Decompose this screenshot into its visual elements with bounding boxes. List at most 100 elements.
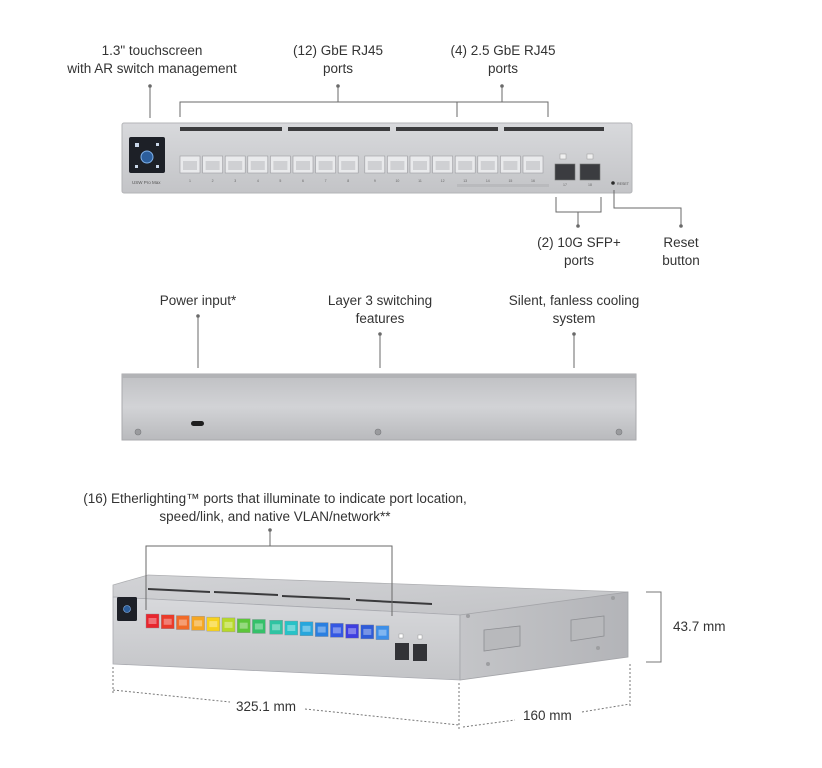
- port-number: 5: [279, 179, 281, 183]
- perspective-sfp: [413, 644, 427, 661]
- etherlighting-port: [315, 622, 329, 637]
- port-number: 15: [508, 179, 512, 183]
- multi-gig-strip: [457, 184, 549, 187]
- callout-line: (16) Etherlighting™ ports that illuminat…: [83, 491, 467, 506]
- callout-line: features: [355, 311, 405, 326]
- port-number: 7: [325, 179, 327, 183]
- callout-line: Power input*: [159, 293, 237, 308]
- rj45-jack: [273, 161, 288, 170]
- callout-line: system: [552, 311, 596, 326]
- etherlighting-port: [145, 613, 160, 629]
- rear-view: [121, 314, 637, 441]
- port-number: 1: [189, 179, 191, 183]
- leader-dots: [148, 84, 683, 228]
- perspective-screen-icon: [123, 605, 131, 613]
- rear-screw: [374, 428, 382, 436]
- rear-screw: [615, 428, 623, 436]
- etherlighting-callout: (16) Etherlighting™ ports that illuminat…: [40, 490, 510, 526]
- screen-glyph: [156, 143, 159, 146]
- port-jack: [272, 624, 281, 631]
- chassis-side: [459, 591, 629, 681]
- model-label: USW Pro Max: [132, 180, 161, 185]
- port-jack: [302, 625, 311, 632]
- sfp-indicator: [398, 633, 404, 639]
- front-leaders: [149, 86, 682, 226]
- rear-top-edge: [122, 374, 636, 378]
- port-jack: [254, 623, 263, 630]
- gbe-ports-callout: (12) GbE RJ45 ports: [270, 42, 406, 78]
- rj45-jack: [413, 161, 427, 170]
- callout-line: speed/link, and native VLAN/network**: [159, 509, 391, 524]
- port-number: 4: [257, 179, 259, 183]
- port-number: 3: [234, 179, 236, 183]
- rj45-jack: [205, 161, 220, 170]
- etherlighting-port: [160, 614, 175, 629]
- touchscreen-icon: [140, 150, 154, 164]
- etherlighting-leader: [145, 530, 393, 616]
- vent-slot: [504, 127, 604, 131]
- port-jack: [239, 622, 248, 629]
- port-number: 8: [347, 179, 349, 183]
- screen-glyph: [156, 165, 159, 168]
- port-jack: [178, 619, 187, 626]
- sfp-ports-callout: (2) 10G SFP+ ports: [520, 234, 638, 270]
- rj45-jack: [503, 161, 518, 170]
- dimension-lines: [112, 591, 662, 729]
- perspective-vents: [148, 588, 432, 605]
- side-screw: [611, 596, 615, 600]
- port-jack: [378, 629, 387, 636]
- port-number: 11: [418, 179, 422, 183]
- rj45-jack: [341, 161, 356, 170]
- side-handle-cutout: [570, 615, 605, 642]
- rj45-jack: [183, 161, 197, 170]
- rj45-jack: [435, 161, 450, 170]
- side-screw: [486, 662, 490, 666]
- port-jack: [148, 618, 157, 624]
- sfp-cage: [554, 153, 601, 181]
- callout-line: ports: [322, 61, 353, 76]
- etherlighting-port: [345, 623, 359, 639]
- etherlighting-port-group: [145, 613, 390, 640]
- port-jack: [287, 625, 296, 632]
- port-jack: [194, 620, 203, 627]
- gbe25-ports-callout: (4) 2.5 GbE RJ45 ports: [430, 42, 576, 78]
- cooling-callout: Silent, fanless cooling system: [494, 292, 654, 328]
- port-jack: [348, 628, 357, 635]
- etherlighting-port: [375, 625, 390, 640]
- reset-callout: Reset button: [646, 234, 716, 270]
- rj45-jack: [390, 161, 405, 170]
- rj45-jack: [296, 161, 310, 170]
- height-dimension-label: 43.7 mm: [673, 619, 726, 634]
- callout-line: ports: [487, 61, 518, 76]
- side-screw: [466, 614, 470, 618]
- side-handle-cutout: [483, 625, 521, 652]
- port-jack: [224, 621, 233, 628]
- callout-line: ports: [563, 253, 594, 268]
- port-number: 10: [395, 179, 399, 183]
- power-input-port: [191, 421, 204, 426]
- power-input-callout: Power input*: [138, 292, 258, 310]
- etherlighting-port: [221, 617, 236, 633]
- callout-line: Silent, fanless cooling: [508, 293, 640, 308]
- rj45-jack: [228, 161, 243, 170]
- etherlighting-port: [360, 624, 374, 640]
- screen-glyph: [135, 165, 138, 168]
- port-jack: [332, 627, 341, 634]
- rj45-jack: [526, 161, 540, 170]
- port-number: 14: [486, 179, 490, 183]
- reset-text: RESET: [617, 182, 630, 186]
- sfp-number: 18: [588, 183, 592, 187]
- rj45-jack: [458, 161, 473, 170]
- port-jack: [209, 621, 218, 628]
- reset-button: [611, 181, 615, 185]
- callout-line: (12) GbE RJ45: [292, 43, 384, 58]
- etherlighting-port: [191, 616, 205, 631]
- width-dimension-label: 325.1 mm: [236, 699, 297, 714]
- port-number: 2: [212, 179, 214, 183]
- port-jack: [363, 628, 372, 635]
- rear-leaders: [197, 316, 575, 368]
- callout-line: button: [662, 253, 700, 268]
